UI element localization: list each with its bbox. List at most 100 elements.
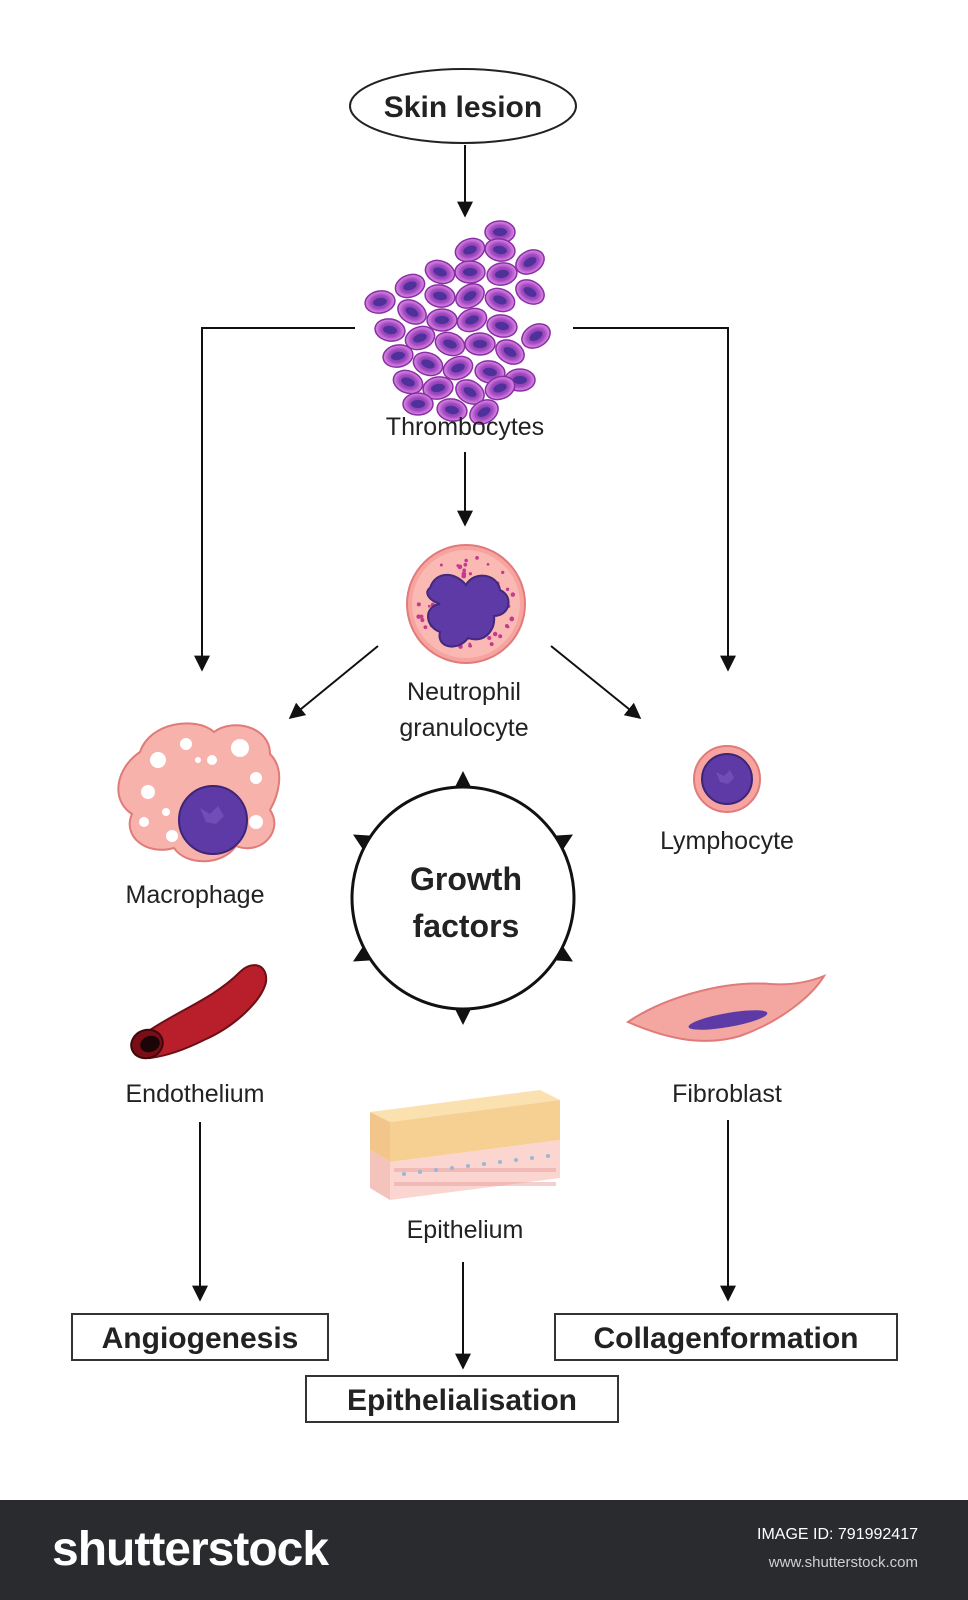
granule	[486, 563, 490, 566]
image-id-label: IMAGE ID:	[757, 1526, 834, 1543]
platelet-core	[405, 307, 419, 317]
angiogenesis-box: Angiogenesis	[71, 1313, 329, 1361]
epithelialisation-box: Epithelialisation	[305, 1375, 619, 1423]
growth-factors-marker	[555, 834, 573, 850]
footer-bar: shutterstock IMAGE ID: 791992417 www.shu…	[0, 1500, 968, 1600]
epithelium-label: Epithelium	[407, 1216, 524, 1244]
angiogenesis-label: Angiogenesis	[102, 1322, 299, 1355]
epithelium-cell-dot	[450, 1166, 454, 1170]
granule	[420, 617, 425, 623]
platelet-core	[421, 359, 435, 369]
macrophage-label: Macrophage	[126, 881, 265, 909]
granule	[498, 634, 503, 639]
platelet-core	[495, 269, 509, 279]
platelet-core	[445, 405, 459, 415]
platelet-core	[465, 315, 479, 325]
neutrophil-nucleus	[426, 573, 510, 648]
growth-factors-label-line1: Growth	[410, 861, 522, 897]
wound-healing-diagram: Skin lesion Thrombocytes Neutrophil gran…	[71, 68, 898, 1423]
granule	[457, 564, 463, 570]
platelet-core	[403, 281, 417, 291]
platelet-core	[435, 316, 449, 324]
granule	[505, 587, 510, 592]
skin-lesion-node: Skin lesion	[349, 68, 577, 144]
growth-factors-marker	[455, 771, 471, 787]
platelet-core	[503, 347, 517, 357]
granule	[461, 571, 467, 577]
platelet-core	[433, 291, 447, 301]
platelet-core	[493, 228, 507, 236]
platelet-core	[513, 376, 527, 384]
platelet-core	[463, 245, 477, 255]
granule	[439, 563, 443, 567]
granule	[416, 602, 421, 607]
connector-arrows	[192, 145, 736, 1370]
thrombocytes-illustration	[364, 220, 551, 425]
platelet-core	[529, 331, 543, 341]
thrombocytes-label: Thrombocytes	[386, 413, 544, 441]
arrow-thrombocytes-to-macrophage	[194, 327, 355, 672]
granule	[462, 568, 467, 573]
platelet-core	[411, 400, 425, 408]
skin-lesion-label: Skin lesion	[384, 91, 542, 124]
platelet-core	[493, 295, 507, 305]
image-id-value: 791992417	[837, 1526, 918, 1543]
platelet-core	[413, 333, 427, 343]
platelet-core	[463, 268, 477, 276]
granule	[416, 614, 421, 619]
platelet-core	[391, 351, 405, 361]
granule	[423, 625, 428, 630]
collagen-box: Collagenformation	[554, 1313, 898, 1361]
platelet-core	[433, 267, 447, 277]
platelet-core	[463, 291, 477, 301]
epithelium-cell-dot	[546, 1154, 550, 1158]
endothelium-label: Endothelium	[126, 1080, 265, 1108]
site-url: www.shutterstock.com	[768, 1554, 918, 1571]
granule	[506, 625, 510, 629]
granule	[463, 562, 468, 567]
epithelium-cell-dot	[530, 1156, 534, 1160]
growth-factors-marker	[555, 946, 573, 962]
platelet-core	[495, 321, 509, 331]
epithelium-cell-dot	[418, 1170, 422, 1174]
granule	[468, 572, 472, 576]
epithelium-cell-dot	[466, 1164, 470, 1168]
fibroblast-nucleus	[688, 1010, 768, 1030]
growth-factors-marker	[353, 834, 371, 850]
fibroblast-label: Fibroblast	[672, 1080, 782, 1108]
neutrophil-illustration	[406, 544, 526, 664]
granule	[487, 635, 492, 641]
platelet-core	[443, 339, 457, 349]
platelet-core	[383, 325, 397, 335]
platelet-core	[463, 387, 477, 397]
neutrophil-label-line2: granulocyte	[399, 714, 528, 742]
shutterstock-logo: shutterstock	[52, 1523, 329, 1576]
granule	[509, 616, 515, 622]
epithelium-cell-dot	[498, 1160, 502, 1164]
platelet-core	[523, 287, 537, 297]
epithelium-illustration	[370, 1090, 560, 1200]
lymphocyte-label: Lymphocyte	[660, 827, 794, 855]
collagen-label: Collagenformation	[593, 1322, 858, 1355]
platelet-core	[523, 257, 537, 267]
endothelium-illustration	[130, 964, 268, 1060]
growth-factors-marker	[455, 1009, 471, 1025]
platelet-core	[493, 383, 507, 393]
growth-factors-marker	[353, 946, 371, 962]
neutrophil-label-line1: Neutrophil	[407, 678, 521, 706]
growth-factors-circle	[350, 785, 576, 1011]
granule	[489, 642, 494, 647]
platelet-core	[473, 340, 487, 348]
arrow-neutrophil-to-macrophage	[288, 645, 379, 720]
epithelium-cell-dot	[482, 1162, 486, 1166]
granule	[427, 604, 431, 608]
fibroblast-illustration	[625, 973, 827, 1042]
platelet-core	[373, 297, 387, 307]
growth-factors-node: Growth factors	[350, 771, 576, 1025]
epithelialisation-label: Epithelialisation	[347, 1384, 577, 1417]
lymphocyte-illustration	[693, 745, 761, 813]
platelet-core	[431, 383, 445, 393]
epithelium-cell-dot	[402, 1172, 406, 1176]
arrow-neutrophil-to-lymphocyte	[550, 645, 642, 720]
